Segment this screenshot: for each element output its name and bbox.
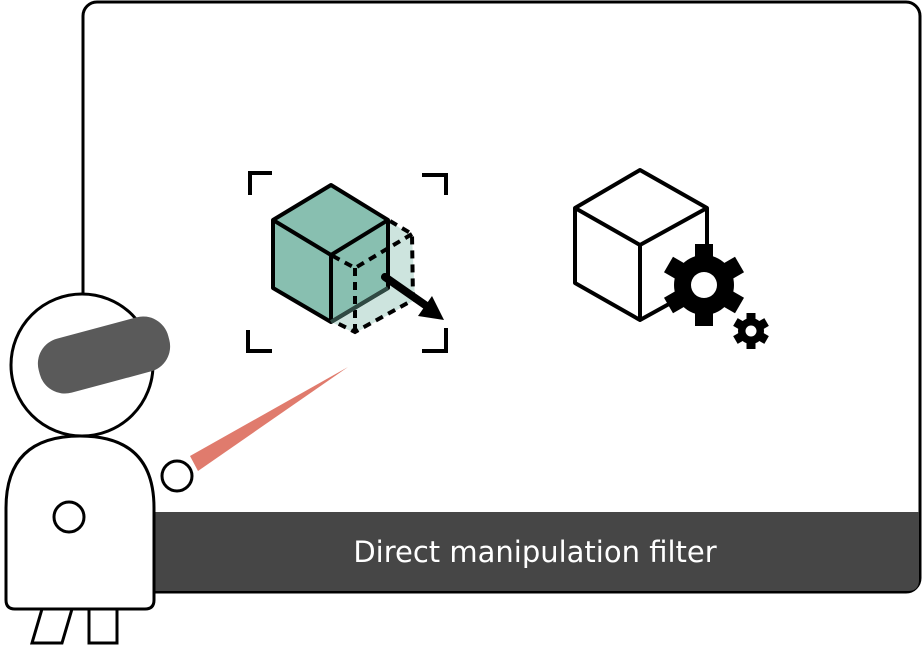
pointer-ray (190, 367, 348, 471)
cube-settings-icon (573, 168, 769, 349)
selection-cube-move-icon (246, 171, 448, 353)
gear-icon (663, 244, 745, 326)
small-gear-icon (733, 313, 769, 349)
caption-banner (150, 512, 919, 591)
user-figure-icon (4, 292, 194, 645)
caption-label: Direct manipulation filter (353, 535, 717, 569)
display-frame (81, 0, 922, 594)
